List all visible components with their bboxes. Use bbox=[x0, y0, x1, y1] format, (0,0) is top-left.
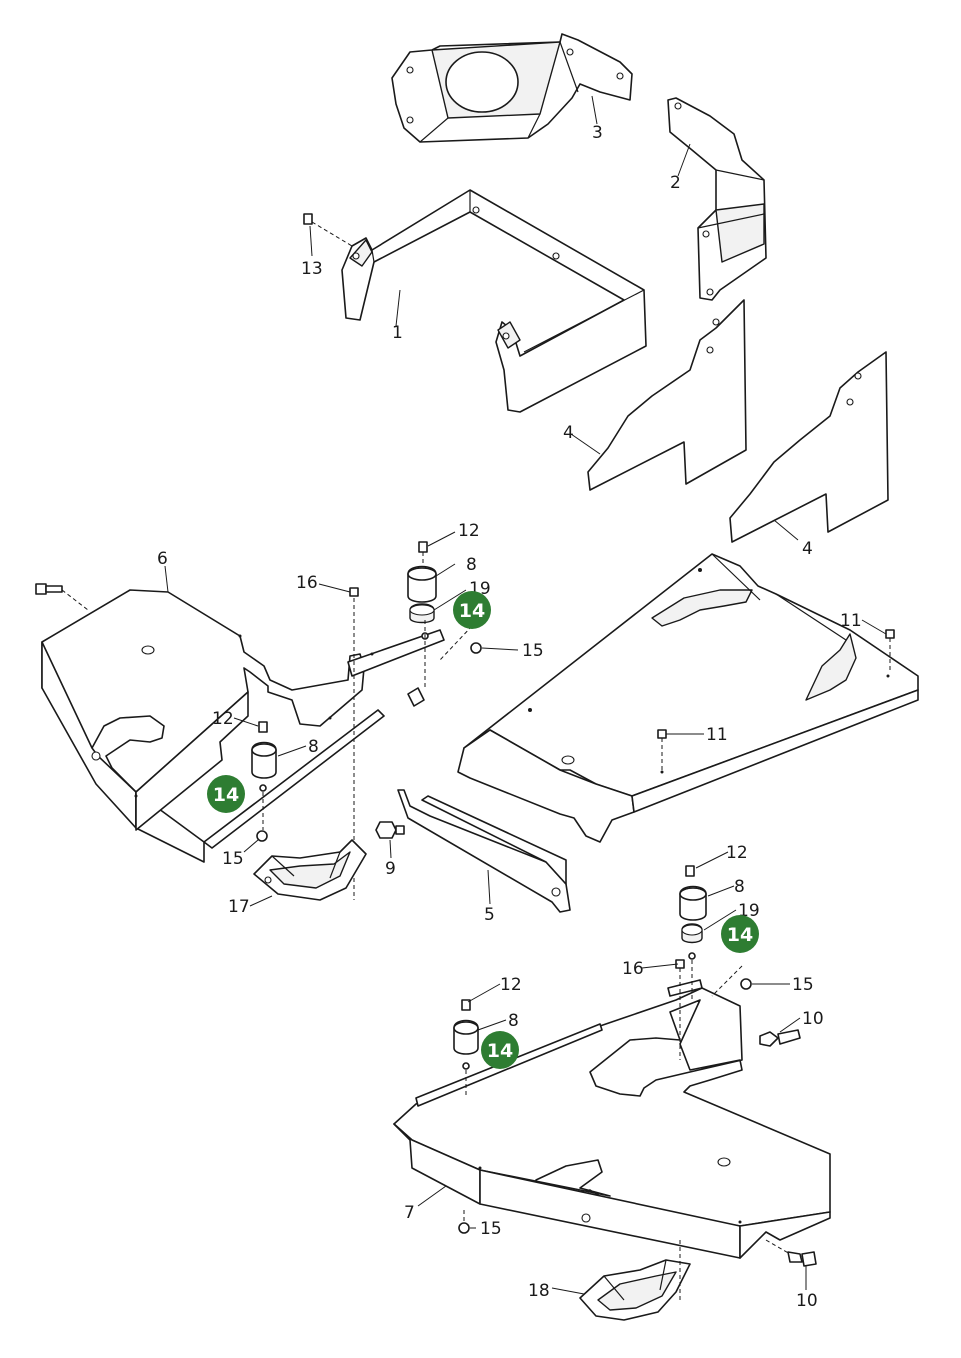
label-12-upper: 12 bbox=[458, 521, 480, 541]
highlight-text: 14 bbox=[727, 924, 753, 946]
part-7-deck-shield bbox=[393, 979, 831, 1259]
highlight-text: 14 bbox=[487, 1040, 513, 1062]
upper-mount-stack bbox=[407, 541, 482, 690]
label-4-left: 4 bbox=[563, 423, 574, 443]
part-6-deck-shield bbox=[41, 589, 365, 863]
label-11-center: 11 bbox=[706, 725, 728, 745]
label-12-right: 12 bbox=[726, 843, 748, 863]
label-13: 13 bbox=[301, 259, 323, 279]
label-12-lower: 12 bbox=[500, 975, 522, 995]
label-2: 2 bbox=[670, 173, 681, 193]
label-10-lower: 10 bbox=[796, 1291, 818, 1311]
part-6-rail bbox=[203, 629, 445, 849]
part-18-plate bbox=[579, 1240, 691, 1321]
highlight-text: 14 bbox=[459, 600, 485, 622]
part-17-plate bbox=[253, 839, 367, 901]
highlight-text: 14 bbox=[213, 784, 239, 806]
label-16-upper: 16 bbox=[296, 573, 318, 593]
highlight-callout-1[interactable]: 14 bbox=[453, 591, 491, 629]
label-11-right: 11 bbox=[840, 611, 862, 631]
label-8-lower: 8 bbox=[508, 1011, 519, 1031]
label-7: 7 bbox=[404, 1203, 415, 1223]
label-15-left: 15 bbox=[222, 849, 244, 869]
label-6: 6 bbox=[157, 549, 168, 569]
left-bolt bbox=[35, 583, 89, 611]
highlight-callout-4[interactable]: 14 bbox=[481, 1031, 519, 1069]
part-13-bolt bbox=[303, 213, 353, 257]
part-4-plate-right bbox=[729, 351, 889, 543]
highlight-callout-3[interactable]: 14 bbox=[721, 915, 759, 953]
part-labels: 3 2 13 1 4 4 6 12 8 19 16 15 11 11 12 8 … bbox=[157, 123, 862, 1311]
label-12-left: 12 bbox=[212, 709, 234, 729]
label-8-right: 8 bbox=[734, 877, 745, 897]
label-1: 1 bbox=[392, 323, 403, 343]
label-15-right: 15 bbox=[792, 975, 814, 995]
part-10-bolts bbox=[759, 1029, 817, 1267]
label-15-lower: 15 bbox=[480, 1219, 502, 1239]
part-4-plate-left bbox=[587, 299, 747, 491]
part-3-bracket bbox=[391, 33, 633, 143]
label-8-upper: 8 bbox=[466, 555, 477, 575]
label-5: 5 bbox=[484, 905, 495, 925]
part-1-shield bbox=[341, 189, 647, 413]
part-5-bracket bbox=[397, 789, 571, 913]
label-18: 18 bbox=[528, 1281, 550, 1301]
part-9-bolt bbox=[375, 687, 425, 839]
leader-lines bbox=[164, 95, 887, 1295]
left-mount-stack bbox=[251, 721, 277, 842]
label-17: 17 bbox=[228, 897, 250, 917]
right-deck-shield bbox=[457, 553, 919, 843]
label-8-left: 8 bbox=[308, 737, 319, 757]
label-10-upper: 10 bbox=[802, 1009, 824, 1029]
part-2-bracket bbox=[667, 97, 767, 301]
label-16-right: 16 bbox=[622, 959, 644, 979]
label-3: 3 bbox=[592, 123, 603, 143]
highlight-callout-2[interactable]: 14 bbox=[207, 775, 245, 813]
label-4-right: 4 bbox=[802, 539, 813, 559]
label-15-upper: 15 bbox=[522, 641, 544, 661]
label-9: 9 bbox=[385, 859, 396, 879]
